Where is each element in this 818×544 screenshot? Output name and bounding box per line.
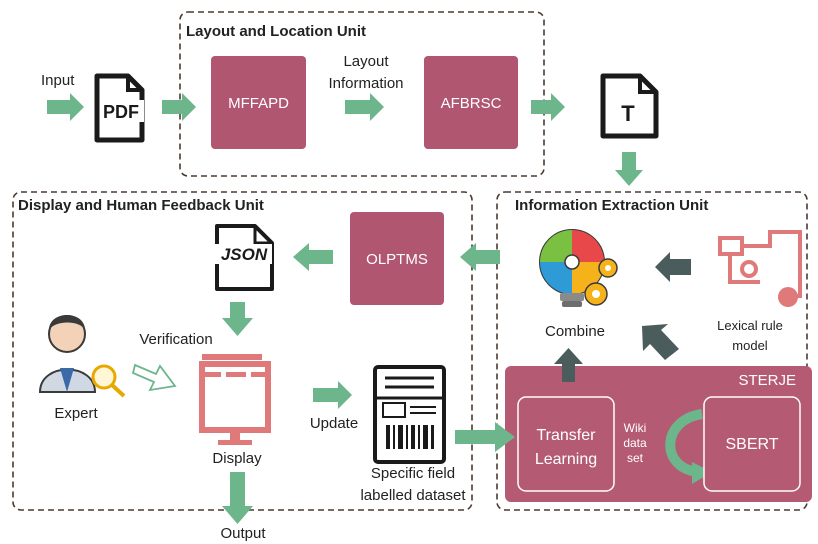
arrow-sterje-to-combine-vertical xyxy=(554,348,583,382)
lexical-rule-model-icon xyxy=(718,230,802,307)
json-icon-label: JSON xyxy=(221,245,268,264)
transfer-label-line1: Transfer xyxy=(537,427,597,444)
pdf-icon: PDF xyxy=(94,73,145,143)
layout-info-label-line2: Information xyxy=(328,75,403,92)
olptms-label: OLPTMS xyxy=(366,251,428,268)
arrow-input-to-pdf xyxy=(47,93,84,121)
mffapd-label: MFFAPD xyxy=(228,95,289,112)
wiki-label-line3: set xyxy=(627,451,644,465)
dataset-label-line2: labelled dataset xyxy=(360,487,466,504)
layout-unit-title: Layout and Location Unit xyxy=(186,23,366,40)
layout-info-label-line1: Layout xyxy=(343,53,389,70)
display-unit-title: Display and Human Feedback Unit xyxy=(18,197,264,214)
arrow-wiki-curved xyxy=(665,409,704,477)
input-label: Input xyxy=(41,72,75,89)
arrow-pdf-to-mffapd xyxy=(162,93,196,121)
expert-label: Expert xyxy=(54,405,98,422)
verification-label: Verification xyxy=(139,331,212,348)
arrow-lexical-to-combine xyxy=(655,252,691,282)
sterje-label: STERJE xyxy=(738,372,796,389)
arrow-json-to-display xyxy=(222,302,253,336)
afbrsc-box xyxy=(424,56,518,149)
output-label: Output xyxy=(220,525,266,542)
lexical-label-line1: Lexical rule xyxy=(717,318,783,333)
arrow-wiki-curved-head xyxy=(692,462,712,484)
arrow-dataset-to-transfer xyxy=(455,422,515,452)
dataset-label-line1: Specific field xyxy=(371,465,455,482)
transfer-label-line2: Learning xyxy=(535,451,597,468)
json-document-icon: JSON xyxy=(214,224,274,291)
arrow-mffapd-to-afbrsc xyxy=(345,93,384,121)
wiki-label-line2: data xyxy=(623,436,647,450)
arrow-olptms-to-json xyxy=(293,243,333,271)
lexical-label-line2: model xyxy=(732,338,768,353)
arrow-expert-to-display xyxy=(131,363,177,392)
mffapd-box xyxy=(211,56,306,149)
pdf-icon-label: PDF xyxy=(103,102,139,122)
extraction-unit-title: Information Extraction Unit xyxy=(515,197,708,214)
dataset-document-icon xyxy=(373,365,446,464)
sbert-box xyxy=(703,396,801,492)
afbrsc-label: AFBRSC xyxy=(441,95,502,112)
arrow-sterje-to-combine-diagonal xyxy=(642,324,679,360)
update-label: Update xyxy=(310,415,358,432)
arrow-display-to-dataset xyxy=(313,381,352,409)
text-document-icon: T xyxy=(600,73,659,139)
wiki-label-line1: Wiki xyxy=(624,421,647,435)
display-monitor-icon xyxy=(199,354,271,445)
olptms-box xyxy=(350,212,444,305)
arrow-afbrsc-to-text xyxy=(531,93,565,121)
text-document-icon-label: T xyxy=(621,101,635,126)
combine-puzzle-gears-icon xyxy=(539,229,618,307)
transfer-learning-box xyxy=(517,396,615,492)
arrow-combine-to-olptms xyxy=(460,243,500,271)
arrow-text-to-extraction xyxy=(615,152,643,186)
combine-label: Combine xyxy=(545,323,605,340)
arrow-display-to-output xyxy=(222,472,253,524)
expert-icon xyxy=(38,315,126,398)
layout-unit-container xyxy=(179,11,545,177)
display-label: Display xyxy=(212,450,262,467)
sbert-label: SBERT xyxy=(725,436,778,453)
